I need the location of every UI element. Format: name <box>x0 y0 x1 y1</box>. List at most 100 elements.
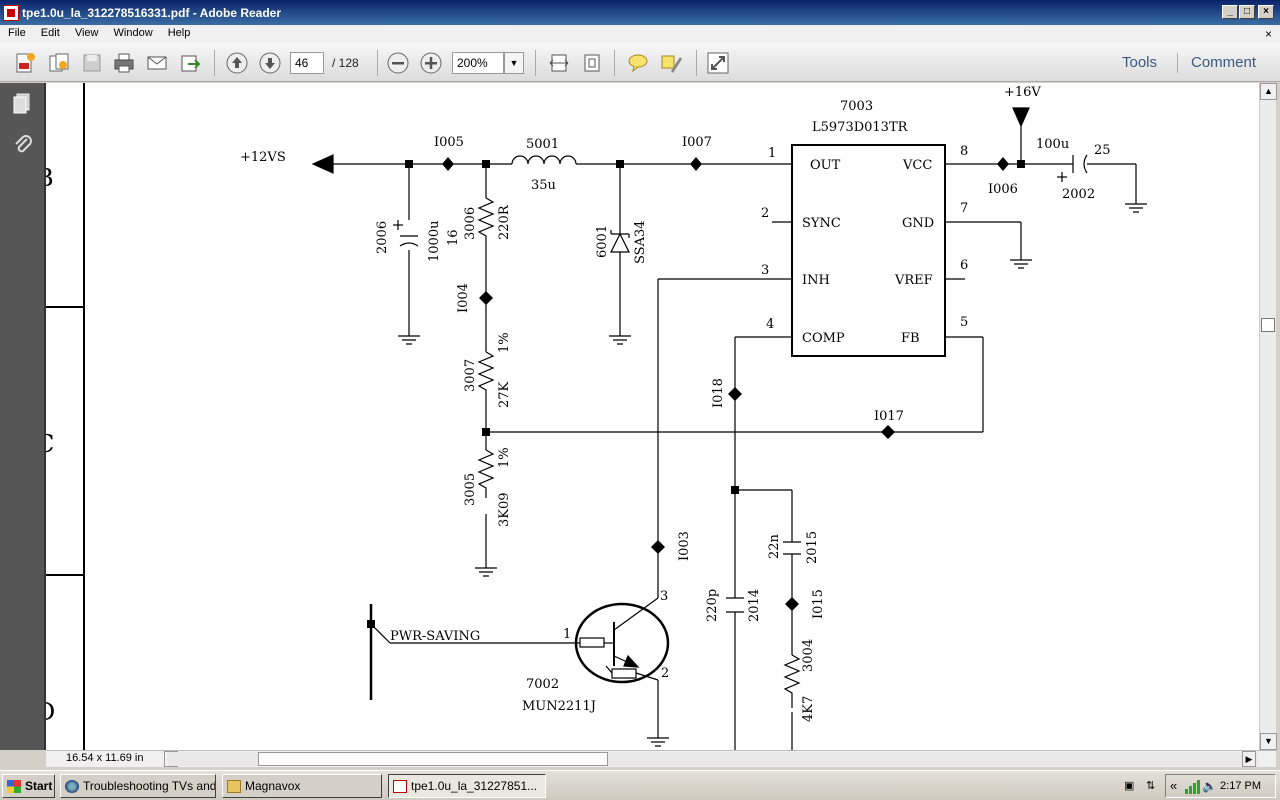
label-2015: 2015 <box>805 531 820 564</box>
scroll-right-icon[interactable]: ▶ <box>1242 751 1256 767</box>
pin-num-4: 4 <box>766 317 774 332</box>
menu-help[interactable]: Help <box>167 27 191 39</box>
next-page-icon[interactable] <box>258 51 282 75</box>
ic-7003-ref: 7003 <box>840 99 873 114</box>
label-q-pin2: 2 <box>661 666 669 681</box>
vertical-scrollbar[interactable]: ▲ ▼ <box>1259 83 1277 750</box>
label-i004: I004 <box>456 283 471 313</box>
navigation-panel <box>0 83 46 750</box>
full-screen-icon[interactable] <box>706 51 730 75</box>
adobe-reader-icon <box>3 5 19 21</box>
label-7002: 7002 <box>526 677 559 692</box>
task-troubleshooting[interactable]: Troubleshooting TVs and... <box>60 774 216 798</box>
menu-window[interactable]: Window <box>113 27 153 39</box>
fit-page-icon[interactable] <box>580 51 604 75</box>
rail-12vs-arrow <box>311 154 334 174</box>
label-3005: 3005 <box>463 473 478 506</box>
label-c-100u: 100u <box>1036 137 1069 152</box>
system-tray: « 🔈 2:17 PM <box>1165 774 1276 798</box>
horizontal-scrollbar[interactable] <box>168 752 1258 766</box>
label-3004: 3004 <box>801 639 816 672</box>
fit-width-icon[interactable] <box>547 51 571 75</box>
create-pdf-icon[interactable] <box>13 51 37 75</box>
label-2014: 2014 <box>747 589 762 622</box>
resistor-3006 <box>477 197 495 244</box>
document-view[interactable]: B C D <box>46 83 1259 750</box>
horizontal-scroll-thumb[interactable] <box>258 752 608 766</box>
label-c-25: 25 <box>1094 143 1111 158</box>
resistor-3007 <box>477 351 495 400</box>
wires <box>330 126 1137 750</box>
email-icon[interactable] <box>145 51 169 75</box>
page-frame <box>46 83 85 750</box>
print-icon[interactable] <box>112 51 136 75</box>
zoom-in-icon[interactable] <box>419 51 443 75</box>
label-6001-part: SSA34 <box>633 220 648 264</box>
label-q-pin3: 3 <box>660 589 668 604</box>
label-3004-value: 4K7 <box>801 696 816 722</box>
pin-num-2: 2 <box>761 206 769 221</box>
label-3005-tolerance: 1% <box>497 447 512 468</box>
menu-edit[interactable]: Edit <box>40 27 60 39</box>
maximize-button[interactable]: □ <box>1239 5 1255 19</box>
pin-name-gnd: GND <box>902 216 934 231</box>
zoom-out-icon[interactable] <box>386 51 410 75</box>
task-adobe-reader[interactable]: tpe1.0u_la_31227851... <box>388 774 546 798</box>
tray-expand-icon[interactable]: « <box>1170 778 1178 793</box>
share-icon[interactable] <box>179 51 203 75</box>
pin-num-3: 3 <box>761 263 769 278</box>
menu-bar: File Edit View Window Help × <box>0 25 1280 43</box>
page-number-input[interactable] <box>290 52 324 74</box>
pages-icon[interactable] <box>11 91 35 115</box>
minimize-button[interactable]: _ <box>1222 5 1238 19</box>
close-button[interactable]: × <box>1258 5 1274 19</box>
capacitor-2002 <box>1057 154 1088 182</box>
label-3006-value: 220R <box>497 204 512 240</box>
frame-row-d: D <box>46 698 55 726</box>
sticky-note-icon[interactable] <box>626 51 650 75</box>
scroll-down-icon[interactable]: ▼ <box>1260 733 1277 750</box>
save-icon[interactable] <box>80 51 104 75</box>
capacitor-2014 <box>726 597 744 613</box>
highlight-icon[interactable] <box>659 51 683 75</box>
label-q-pin1: 1 <box>563 627 571 642</box>
menu-view[interactable]: View <box>74 27 99 39</box>
pin-name-vref: VREF <box>894 273 933 288</box>
task-magnavox[interactable]: Magnavox <box>222 774 382 798</box>
label-2015-value: 22n <box>767 533 782 559</box>
pin-name-out: OUT <box>810 158 841 173</box>
label-2006-value: 1000u <box>427 221 442 262</box>
zoom-dropdown-icon[interactable]: ▼ <box>504 52 524 74</box>
attachments-icon[interactable] <box>11 133 35 157</box>
rail-16v-arrow <box>1012 107 1030 128</box>
label-i007: I007 <box>682 135 712 150</box>
task-label: tpe1.0u_la_31227851... <box>411 779 538 793</box>
scroll-up-icon[interactable]: ▲ <box>1260 83 1277 100</box>
network-icon[interactable]: ⇅ <box>1146 780 1156 792</box>
pdf-icon <box>393 780 407 793</box>
combine-files-icon[interactable] <box>47 51 71 75</box>
label-2014-value: 220p <box>705 589 720 622</box>
pin-num-1: 1 <box>768 146 776 161</box>
pin-name-sync: SYNC <box>802 216 841 231</box>
vertical-scroll-thumb[interactable] <box>1261 318 1275 332</box>
ground-symbols <box>398 203 1147 747</box>
zoom-input[interactable] <box>452 52 504 74</box>
capacitor-2015 <box>783 541 801 555</box>
document-close-icon[interactable]: × <box>1264 27 1272 41</box>
label-i015: I015 <box>811 589 826 619</box>
comment-button[interactable]: Comment <box>1191 54 1257 71</box>
transistor-7002 <box>574 597 670 684</box>
tools-button[interactable]: Tools <box>1122 54 1158 71</box>
start-button[interactable]: Start <box>2 774 55 798</box>
label-16v: +16V <box>1004 85 1041 100</box>
folder-icon <box>227 780 241 793</box>
menu-file[interactable]: File <box>8 27 26 39</box>
resistor-3004 <box>783 654 801 708</box>
page-size-readout: 16.54 x 11.69 in <box>66 752 144 764</box>
previous-page-icon[interactable] <box>225 51 249 75</box>
signal-strength-icon[interactable] <box>1184 779 1200 794</box>
capacitor-2006 <box>393 220 419 247</box>
system-icon[interactable]: ▣ <box>1124 780 1135 792</box>
volume-icon[interactable]: 🔈 <box>1202 779 1217 793</box>
